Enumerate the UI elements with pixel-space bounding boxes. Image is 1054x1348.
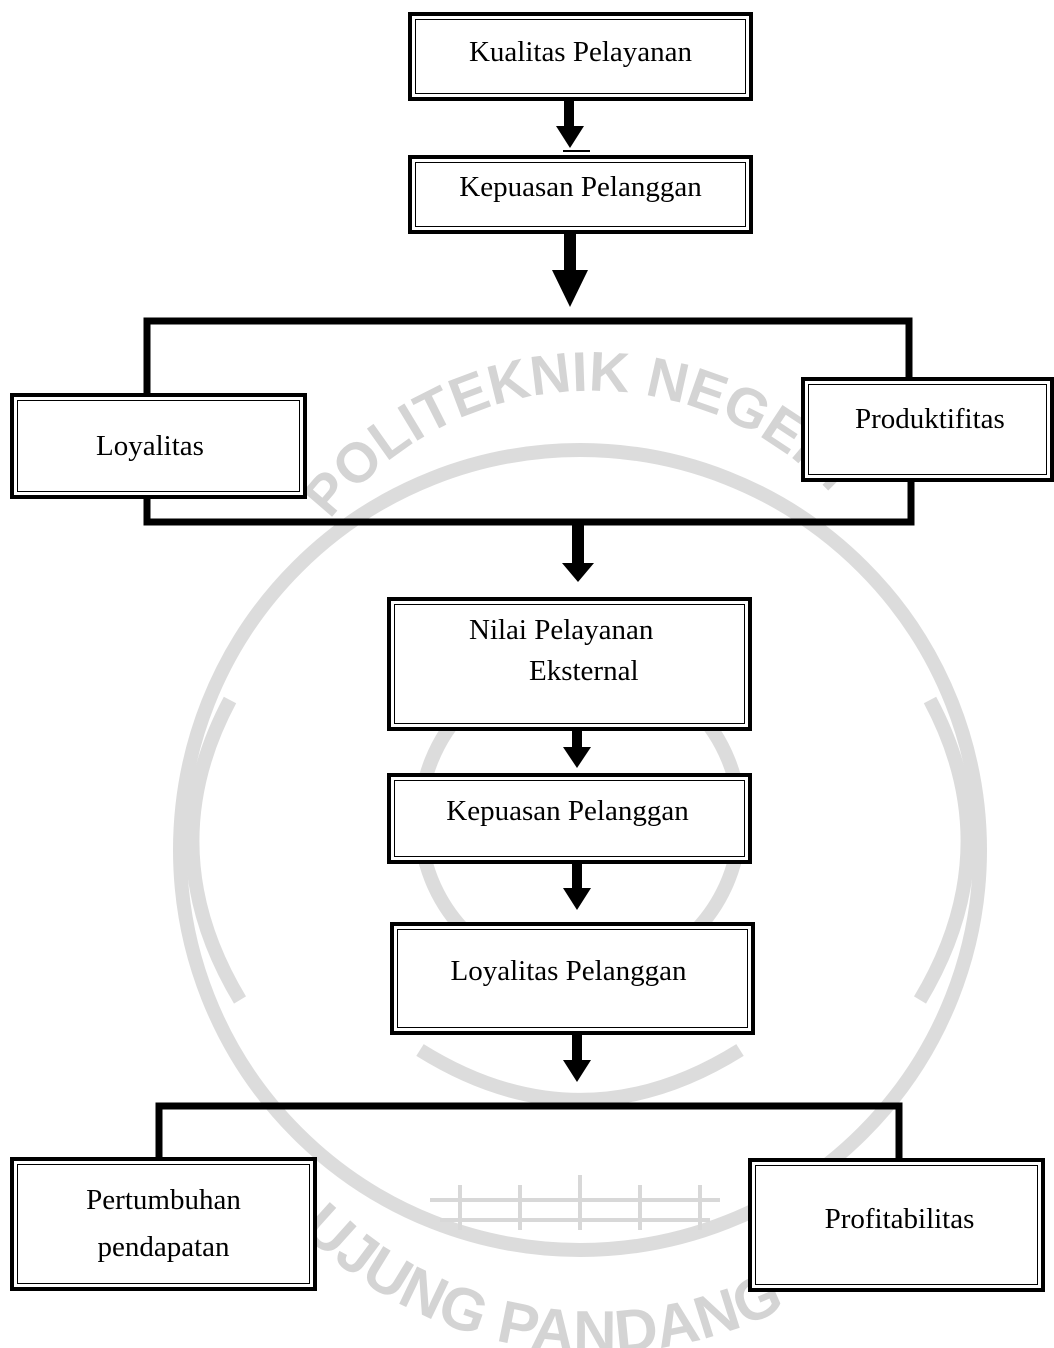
node-label: Kualitas Pelayanan: [468, 36, 693, 68]
lower-bracket: [155, 1102, 903, 1160]
arrow-4: [563, 720, 591, 768]
node-label: Profitabilitas: [824, 1202, 975, 1235]
node-label-line-2: Eksternal: [529, 655, 639, 687]
arrow-1: [556, 101, 590, 152]
node-nilai-pelayanan-eksternal: Nilai Pelayanan Eksternal: [387, 597, 752, 731]
node-profitabilitas: Profitabilitas: [748, 1158, 1045, 1292]
node-label: Loyalitas: [96, 429, 204, 462]
node-label: Kepuasan Pelanggan: [459, 171, 702, 203]
node-pertumbuhan-pendapatan: Pertumbuhan pendapatan: [10, 1157, 317, 1291]
node-label-line-1: Nilai Pelayanan: [469, 614, 654, 646]
node-label: Kepuasan Pelanggan: [446, 795, 689, 827]
node-label: Pertumbuhan pendapatan: [14, 1161, 313, 1287]
node-produktifitas: Produktifitas: [801, 377, 1054, 482]
node-kepuasan-pelanggan-1: Kepuasan Pelanggan: [408, 155, 753, 234]
node-kepuasan-pelanggan-2: Kepuasan Pelanggan: [387, 773, 752, 864]
node-loyalitas-pelanggan: Loyalitas Pelanggan: [390, 922, 755, 1035]
node-label: Loyalitas Pelanggan: [450, 955, 687, 987]
arrow-6: [563, 1034, 591, 1082]
upper-bracket: [143, 317, 915, 526]
arrow-2: [552, 234, 588, 307]
node-loyalitas: Loyalitas: [10, 393, 307, 499]
node-label: Produktifitas: [855, 403, 1005, 435]
node-label-line-1: Pertumbuhan: [86, 1184, 241, 1216]
node-label: Nilai Pelayanan Eksternal: [391, 601, 748, 727]
arrow-5: [563, 862, 591, 910]
arrow-3: [562, 525, 594, 582]
node-label-line-2: pendapatan: [97, 1231, 230, 1263]
node-kualitas-pelayanan: Kualitas Pelayanan: [408, 12, 753, 101]
